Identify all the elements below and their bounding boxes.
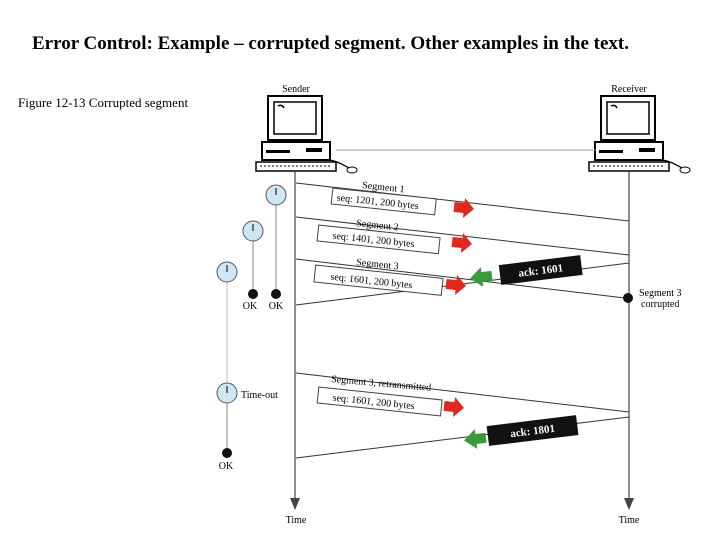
red-arrow-icon [451,233,472,253]
timer-clock-icon [242,220,264,242]
segment3-name: Segment 3 [356,257,399,272]
segment3-retransmit-line [295,372,630,413]
timer-clock-icon [216,261,238,283]
timer-clock-icon [265,184,287,206]
ok-dot [271,289,281,299]
figure-caption: Figure 12-13 Corrupted segment [18,95,189,110]
ok-label: OK [219,461,234,472]
ok-label: OK [269,301,284,312]
segment1-box [330,187,437,216]
red-arrow-icon [443,397,464,417]
red-arrow-icon [445,275,466,295]
segment3-retransmit-box [316,386,443,417]
ack1801-box [486,415,579,446]
segment1-line [295,182,630,222]
sender-computer-icon [255,95,358,174]
sender-label: Sender [282,84,310,95]
receiver-note-line2: corrupted [641,299,679,310]
ok-label: OK [243,301,258,312]
red-arrow-icon [453,198,474,218]
ack1601-label: ack: 1601 [518,262,564,279]
ok-dot [222,448,232,458]
green-arrow-icon [464,429,487,449]
segment2-line [295,216,630,256]
segment3-box [313,264,444,296]
ack1601-box [498,255,583,285]
segment2-box [316,224,441,255]
receiver-time-label: Time [619,515,640,526]
corrupted-dot [623,293,633,303]
receiver-note-line1: Segment 3 [639,288,682,299]
segment1-name: Segment 1 [362,180,405,195]
timeout-label: Time-out [241,390,278,401]
receiver-computer-icon [588,95,691,174]
segment3-line [295,258,626,299]
ok-dot [248,289,258,299]
ack1801-line [295,416,630,459]
receiver-label: Receiver [611,84,647,95]
sender-timeline-arrowhead [290,498,300,510]
slide-title: Error Control: Example – corrupted segme… [32,33,630,54]
sender-time-label: Time [286,515,307,526]
timer-clock-icon [216,382,238,404]
green-arrow-icon [470,267,493,287]
ack1801-label: ack: 1801 [510,423,556,440]
receiver-timeline-arrowhead [624,498,634,510]
